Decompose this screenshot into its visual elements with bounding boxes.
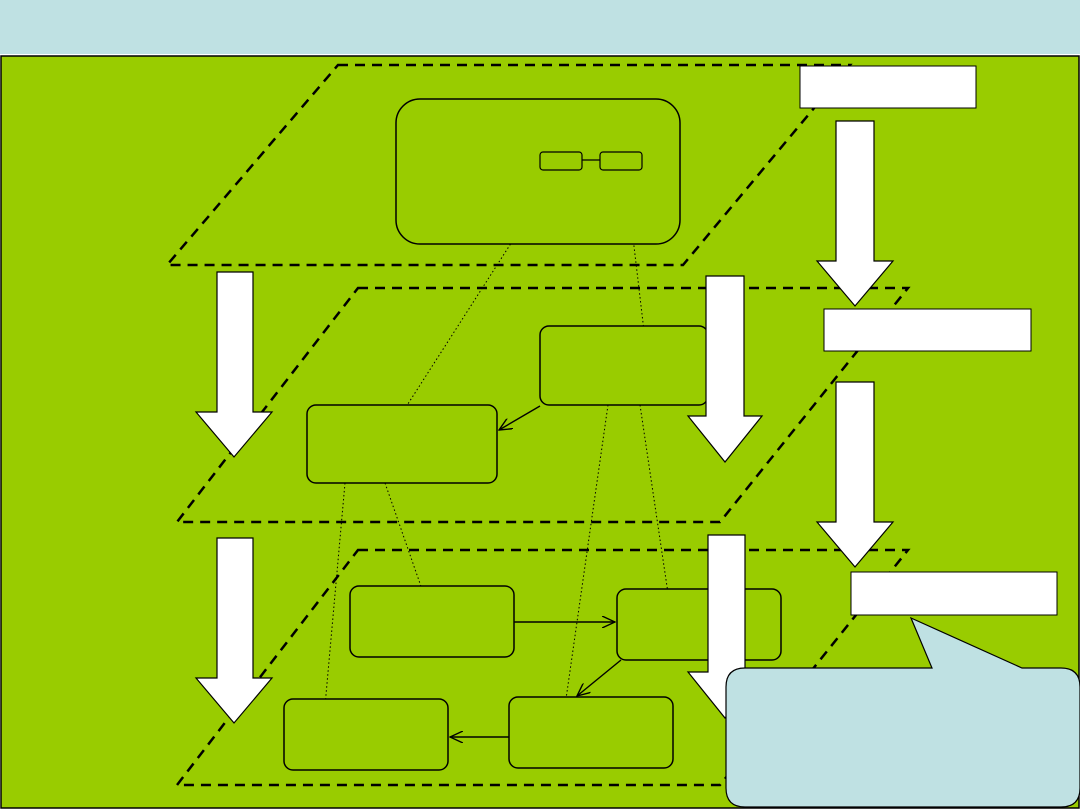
diagram-canvas xyxy=(0,54,1080,810)
layer-label-bottom xyxy=(850,571,1058,616)
bot-left-upper-box xyxy=(349,585,515,658)
down-arrow-icon xyxy=(815,120,895,307)
diagram-svg xyxy=(0,55,1080,809)
layer-label-top xyxy=(799,65,977,109)
layer-label-middle xyxy=(823,308,1032,352)
mid-left-box xyxy=(306,404,498,484)
bot-right-lower-box xyxy=(508,696,674,769)
callout-bubble xyxy=(725,616,1080,808)
top-container-box xyxy=(395,98,681,245)
down-arrow-icon xyxy=(194,537,274,724)
bot-right-upper-box xyxy=(616,588,782,661)
top-small-box-left xyxy=(539,151,583,171)
header-band xyxy=(0,0,1080,54)
down-arrow-icon xyxy=(686,275,764,463)
down-arrow-icon xyxy=(815,381,895,568)
bot-left-lower-box xyxy=(283,698,449,771)
down-arrow-icon xyxy=(194,271,274,458)
top-small-box-right xyxy=(599,151,643,171)
mid-flow-arrow xyxy=(499,405,541,430)
mid-right-box xyxy=(539,325,709,406)
layer-plane-top xyxy=(164,63,853,267)
bot-flow-arrow-2 xyxy=(577,659,622,696)
